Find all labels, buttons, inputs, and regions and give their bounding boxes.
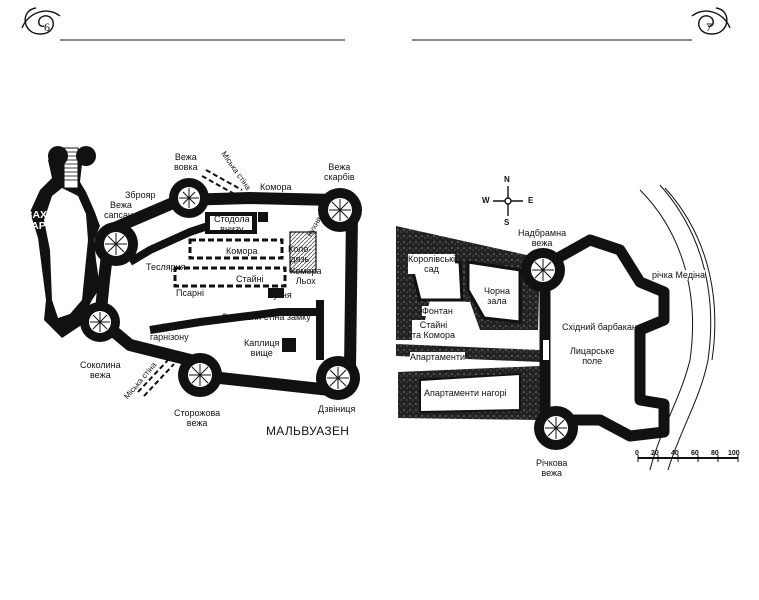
label-barn-below: Стодола внизу xyxy=(214,214,250,234)
label-river-tower: Річкова вежа xyxy=(536,458,568,478)
label-upper-apartments: Апартаменти нагорі xyxy=(424,388,507,398)
label-smithy: Кузня xyxy=(268,290,292,300)
label-river-medina: річка Медіна xyxy=(652,270,705,280)
compass-rose xyxy=(493,186,523,216)
right-header-ornament xyxy=(412,7,731,41)
label-apartments: Апартаменти xyxy=(410,352,466,362)
tower-wolf xyxy=(169,178,209,218)
label-stables-pantry: Стайні та Комора xyxy=(412,320,455,340)
label-kennels: Псарні xyxy=(176,288,204,298)
label-well: Коло- дязь xyxy=(288,244,312,264)
tower-bell xyxy=(316,356,360,400)
label-watch-tower: Сторожова вежа xyxy=(174,408,221,428)
compass-e: E xyxy=(528,196,534,205)
label-black-hall: Чорна зала xyxy=(484,286,510,306)
label-treasury-tower: Вежа скарбів xyxy=(324,162,355,182)
scale-tick-40: 40 xyxy=(671,450,679,457)
label-royal-garden: Королівські сад xyxy=(408,254,456,274)
label-falcon-tower: Соколина вежа xyxy=(80,360,121,380)
compass-s: S xyxy=(504,218,510,227)
malvuazen-castle-plan xyxy=(30,146,362,400)
left-header-ornament xyxy=(21,7,345,41)
compass-n: N xyxy=(504,175,510,184)
label-pantry-mid: Комора xyxy=(226,246,258,256)
compass-w: W xyxy=(482,196,490,205)
label-pantry-cellar: Комора Льох xyxy=(290,266,322,286)
scale-tick-80: 80 xyxy=(711,450,719,457)
page-number-right: 7 xyxy=(706,20,712,34)
scale-tick-100: 100 xyxy=(728,450,740,457)
label-knights-field: Лицарське поле xyxy=(570,346,615,366)
label-tower-sapsan: Вежа сапсана xyxy=(104,200,138,220)
tower-watch xyxy=(178,353,222,397)
label-east-barbican: Східний барбакан xyxy=(562,322,637,332)
tower-sapsan xyxy=(94,222,138,266)
city-wall-top xyxy=(201,169,243,197)
label-fountain: Фонтан xyxy=(422,306,453,316)
label-gate-tower: Надбрамна вежа xyxy=(518,228,567,248)
tower-falcon xyxy=(80,302,120,342)
label-pantry-top: Комора xyxy=(260,182,292,192)
label-armory: Зброяр xyxy=(125,190,156,200)
city-wall-bottom xyxy=(137,359,175,397)
scale-bar xyxy=(637,455,739,462)
scale-tick-20: 20 xyxy=(651,450,659,457)
label-chapel: Каплиця вище xyxy=(244,338,280,358)
scale-tick-0: 0 xyxy=(635,450,639,457)
tower-gate xyxy=(521,248,565,292)
label-bell-tower: Дзвіниця xyxy=(318,404,356,414)
label-carpentry: Теслярня xyxy=(146,262,186,272)
label-stables: Стайні xyxy=(236,274,264,284)
label-west-barbican: ЗАХІДНИЙ БАРБАКАН xyxy=(24,209,83,232)
scale-tick-60: 60 xyxy=(691,450,699,457)
tower-river xyxy=(534,406,578,450)
page-number-left: 6 xyxy=(44,20,50,34)
label-outer-wall: Зовнішня стіна замку xyxy=(222,312,311,322)
label-garrison-hall: Зал гарнізону xyxy=(150,322,189,342)
map-title-malvuazen: МАЛЬВУАЗЕН xyxy=(266,424,350,438)
tower-treasury xyxy=(318,188,362,232)
label-tower-wolf: Вежа вовка xyxy=(174,152,198,172)
